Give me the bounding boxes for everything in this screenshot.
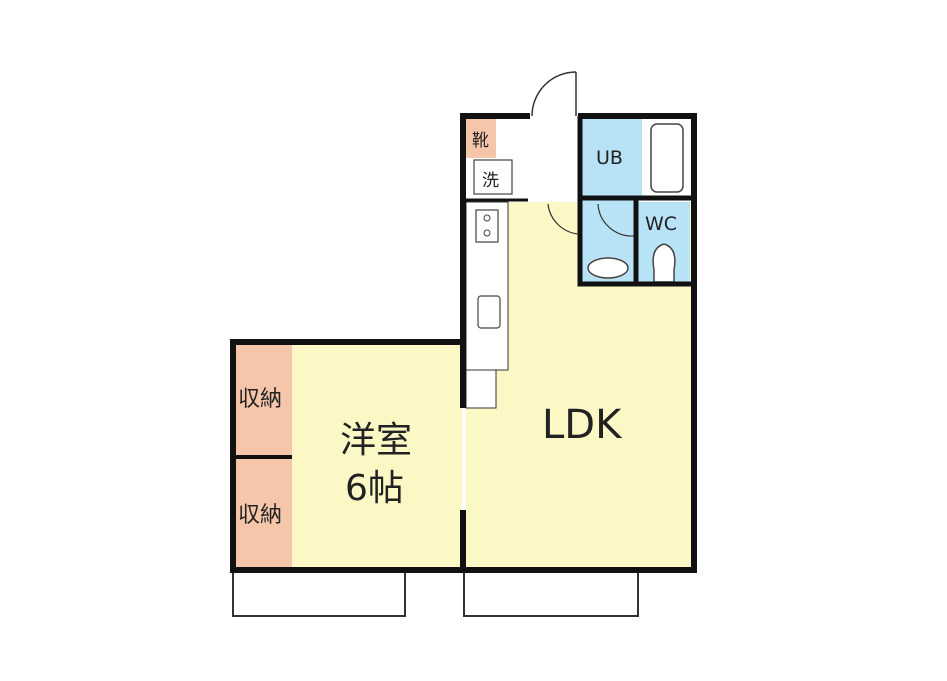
laundry-box: [473, 159, 513, 195]
burner-icon: [483, 229, 491, 237]
kitchen-sink-icon: [477, 295, 501, 329]
balcony-right: [463, 569, 639, 617]
stove-icon: [475, 209, 499, 243]
kitchen-counter-end: [465, 369, 497, 409]
walls: [230, 113, 697, 573]
western-room-size: 6帖: [345, 468, 404, 509]
toilet-label: WC: [645, 213, 677, 235]
shoe-box-floor: [466, 116, 496, 158]
storage-lower-label: 収納: [238, 503, 282, 528]
bathtub-icon: [650, 123, 684, 193]
western-room-floor: [292, 344, 462, 568]
balcony-left: [232, 569, 406, 617]
storage-lower-floor: [236, 458, 292, 568]
shoes-label: 靴: [472, 131, 489, 151]
western-room-label: 洋室: [340, 420, 412, 461]
bath-door-icon: [547, 203, 635, 237]
laundry-label: 洗: [482, 171, 499, 191]
storage-upper-label: 収納: [238, 387, 282, 412]
ldk-label: LDK: [542, 402, 623, 448]
toilet-icon: [652, 243, 676, 283]
storage-upper-floor: [236, 344, 292, 456]
bath-floor: [582, 116, 642, 198]
bath-label: UB: [596, 147, 623, 169]
entrance-door-icon: [531, 71, 577, 117]
sink-icon: [587, 257, 629, 279]
burner-icon: [483, 214, 491, 222]
